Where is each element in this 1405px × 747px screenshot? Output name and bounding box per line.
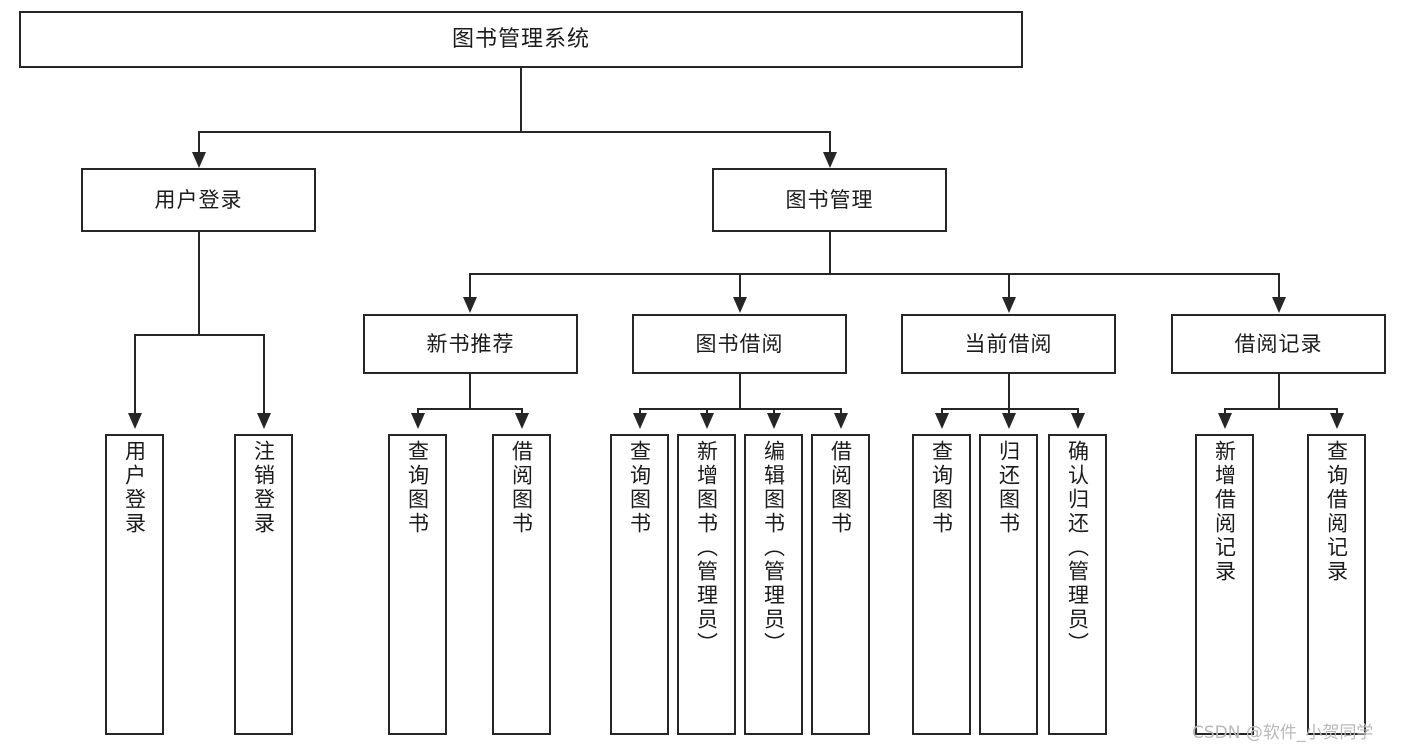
leaf-new-book-query[interactable]: 查询图书 (388, 434, 447, 735)
connector-borrow-record-branch-1 (1224, 408, 1226, 414)
leaf-current-borrow-query[interactable]: 查询图书 (912, 434, 971, 735)
leaf-book-borrow-add[interactable]: 新增图书（管理员） (677, 434, 736, 735)
arrowhead-book-borrow-leaf-4 (834, 413, 848, 429)
leaf-book-borrow-edit[interactable]: 编辑图书（管理员） (744, 434, 803, 735)
node-root-system[interactable]: 图书管理系统 (19, 11, 1023, 68)
arrowhead-book-mgmt-to-new-book (463, 297, 477, 313)
arrowhead-current-borrow-leaf-1 (935, 413, 949, 429)
connector-new-book-branch-2 (521, 408, 523, 414)
node-label: 查询借阅记录 (1324, 440, 1349, 584)
arrowhead-borrow-record-leaf-2 (1330, 413, 1344, 429)
connector-root-rail (198, 131, 831, 133)
connector-book-mgmt-branch-4 (1278, 273, 1280, 298)
leaf-user-login-login[interactable]: 用户登录 (105, 434, 164, 735)
arrowhead-new-book-leaf-2 (515, 413, 529, 429)
arrowhead-current-borrow-leaf-2 (1002, 413, 1016, 429)
leaf-book-borrow-query[interactable]: 查询图书 (610, 434, 669, 735)
connector-current-borrow-stem (1008, 374, 1010, 409)
leaf-current-borrow-return[interactable]: 归还图书 (979, 434, 1038, 735)
connector-book-borrow-stem (739, 374, 741, 409)
node-label: 归还图书 (996, 440, 1021, 536)
arrowhead-new-book-leaf-1 (411, 413, 425, 429)
node-label: 当前借阅 (964, 331, 1053, 356)
connector-root-to-user-login (198, 131, 200, 153)
connector-root-stem (520, 68, 522, 132)
connector-user-login-stem (198, 232, 200, 335)
node-book-management[interactable]: 图书管理 (712, 168, 947, 232)
connector-borrow-record-branch-2 (1336, 408, 1338, 414)
node-label: 新增图书（管理员） (694, 440, 719, 656)
connector-book-mgmt-branch-2 (739, 273, 741, 298)
connector-book-borrow-branch-1 (639, 408, 641, 414)
node-borrow-record[interactable]: 借阅记录 (1171, 314, 1386, 374)
node-label: 图书管理系统 (451, 26, 590, 52)
node-user-login[interactable]: 用户登录 (81, 168, 316, 232)
node-label: 确认归还（管理员） (1065, 440, 1090, 656)
node-label: 编辑图书（管理员） (761, 440, 786, 656)
connector-book-mgmt-stem (829, 232, 831, 274)
arrowhead-user-login-leaf-1 (128, 413, 142, 429)
node-label: 借阅图书 (828, 440, 853, 536)
connector-new-book-stem (469, 374, 471, 409)
arrowhead-root-to-book-mgmt (823, 152, 837, 168)
connector-user-login-branch-1 (134, 334, 136, 414)
node-label: 新书推荐 (426, 331, 515, 356)
connector-borrow-record-stem (1278, 374, 1280, 409)
connector-user-login-branch-2 (263, 334, 265, 414)
connector-current-borrow-branch-3 (1077, 408, 1079, 414)
leaf-user-login-logout[interactable]: 注销登录 (234, 434, 293, 735)
node-label: 查询图书 (627, 440, 652, 536)
node-label: 用户登录 (122, 440, 147, 536)
arrowhead-user-login-leaf-2 (257, 413, 271, 429)
node-label: 新增借阅记录 (1212, 440, 1237, 584)
leaf-borrow-record-add[interactable]: 新增借阅记录 (1195, 434, 1254, 735)
connector-borrow-record-rail (1224, 408, 1337, 410)
node-label: 图书管理 (785, 187, 874, 212)
arrowhead-borrow-record-leaf-1 (1218, 413, 1232, 429)
connector-current-borrow-rail (941, 408, 1079, 410)
arrowhead-book-borrow-leaf-3 (767, 413, 781, 429)
connector-current-borrow-branch-2 (1008, 408, 1010, 414)
node-label: 注销登录 (251, 440, 276, 536)
arrowhead-current-borrow-leaf-3 (1071, 413, 1085, 429)
csdn-watermark: CSDN @软件_小贺同学 (1192, 723, 1374, 743)
connector-book-borrow-rail (639, 408, 842, 410)
connector-new-book-rail (417, 408, 522, 410)
leaf-current-borrow-confirm-return[interactable]: 确认归还（管理员） (1048, 434, 1107, 735)
node-label: 查询图书 (405, 440, 430, 536)
leaf-book-borrow-borrow[interactable]: 借阅图书 (811, 434, 870, 735)
connector-current-borrow-branch-1 (941, 408, 943, 414)
connector-book-mgmt-branch-3 (1008, 273, 1010, 298)
node-new-book-recommend[interactable]: 新书推荐 (363, 314, 578, 374)
connector-user-login-rail (134, 334, 265, 336)
node-label: 借阅记录 (1234, 331, 1323, 356)
connector-book-mgmt-rail (469, 273, 1280, 275)
node-label: 图书借阅 (695, 331, 784, 356)
arrowhead-book-mgmt-to-borrow (733, 297, 747, 313)
node-label: 查询图书 (929, 440, 954, 536)
node-label: 借阅图书 (509, 440, 534, 536)
arrowhead-book-borrow-leaf-2 (700, 413, 714, 429)
connector-book-borrow-branch-3 (773, 408, 775, 414)
arrowhead-book-mgmt-to-current (1002, 297, 1016, 313)
connector-book-borrow-branch-2 (706, 408, 708, 414)
arrowhead-root-to-user-login (192, 152, 206, 168)
node-label: 用户登录 (154, 187, 243, 212)
node-book-borrow[interactable]: 图书借阅 (632, 314, 847, 374)
arrowhead-book-mgmt-to-record (1272, 297, 1286, 313)
arrowhead-book-borrow-leaf-1 (633, 413, 647, 429)
leaf-borrow-record-query[interactable]: 查询借阅记录 (1307, 434, 1366, 735)
leaf-new-book-borrow[interactable]: 借阅图书 (492, 434, 551, 735)
connector-book-borrow-branch-4 (840, 408, 842, 414)
connector-root-to-book-mgmt (829, 131, 831, 153)
connector-new-book-branch-1 (417, 408, 419, 414)
connector-book-mgmt-branch-1 (469, 273, 471, 298)
node-current-borrow[interactable]: 当前借阅 (901, 314, 1116, 374)
